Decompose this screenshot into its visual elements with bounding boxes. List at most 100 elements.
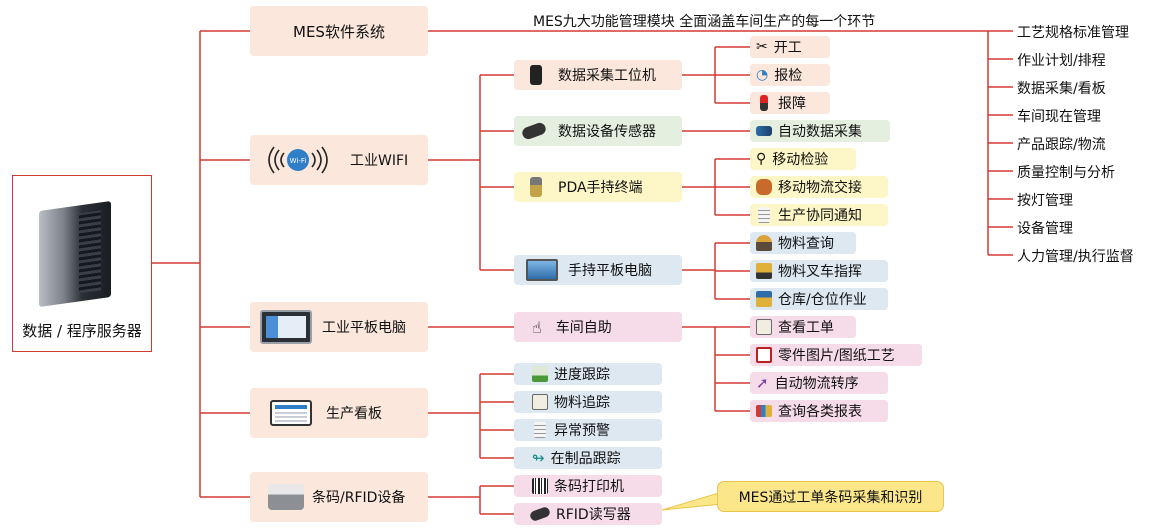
panel-pc-icon bbox=[260, 310, 312, 344]
transfer-arrow-icon: ➚ bbox=[756, 374, 769, 392]
query-reports-node: 查询各类报表 bbox=[750, 400, 888, 422]
bar-chart-icon bbox=[756, 405, 772, 417]
mobile-inspection-node: ⚲ 移动检验 bbox=[750, 148, 856, 170]
report-check-label: 报检 bbox=[774, 68, 803, 84]
report-fault-node: 报障 bbox=[750, 92, 830, 114]
hand-pointer-icon: ☝ bbox=[532, 317, 542, 337]
report-fault-label: 报障 bbox=[778, 96, 806, 112]
signal-icon: ◔ bbox=[756, 67, 769, 83]
module-item: 车间现在管理 bbox=[1017, 109, 1101, 125]
material-query-label: 物料查询 bbox=[778, 236, 834, 252]
chart-icon bbox=[532, 366, 548, 382]
image-icon bbox=[756, 347, 772, 363]
wifi-icon: Wi-Fi bbox=[268, 146, 328, 174]
sensor-icon bbox=[520, 121, 548, 141]
handshake-icon bbox=[756, 179, 772, 195]
view-work-order-node: 查看工单 bbox=[750, 316, 856, 338]
exception-alarm-node: 异常预警 bbox=[514, 419, 662, 441]
mes-modules-note: MES九大功能管理模块 全面涵盖车间生产的每一个环节 bbox=[533, 14, 876, 30]
progress-tracking-node: 进度跟踪 bbox=[514, 363, 662, 385]
warehouse-operation-label: 仓库/仓位作业 bbox=[778, 292, 867, 308]
mobile-logistics-node: 移动物流交接 bbox=[750, 176, 888, 198]
clipboard-icon bbox=[532, 394, 548, 410]
wip-tracking-label: 在制品跟踪 bbox=[550, 451, 621, 467]
material-trace-node: 物料追踪 bbox=[514, 391, 662, 413]
module-item: 设备管理 bbox=[1017, 221, 1073, 237]
mes-software-label: MES软件系统 bbox=[293, 22, 385, 41]
industrial-wifi-node: Wi-Fi 工业WIFI bbox=[250, 135, 428, 185]
forklift-command-label: 物料叉车指挥 bbox=[778, 264, 862, 280]
tablet-icon bbox=[526, 259, 558, 281]
kanban-board-icon bbox=[270, 400, 312, 426]
coop-notice-node: 生产协同通知 bbox=[750, 204, 888, 226]
module-item: 工艺规格标准管理 bbox=[1017, 25, 1129, 41]
callout-text: MES通过工单条码采集和识别 bbox=[738, 489, 923, 506]
tablet-label: 手持平板电脑 bbox=[568, 263, 652, 279]
barcode-icon bbox=[532, 478, 548, 494]
self-service-label: 车间自助 bbox=[555, 320, 612, 336]
server-node: 数据 / 程序服务器 bbox=[12, 175, 152, 352]
tools-icon: ✂ bbox=[756, 39, 768, 55]
notice-document-icon bbox=[758, 207, 770, 223]
pda-scanner-icon bbox=[530, 177, 542, 197]
rfid-reader-label: RFID读写器 bbox=[556, 507, 631, 523]
auto-data-collect-label: 自动数据采集 bbox=[778, 124, 862, 140]
rfid-reader-icon bbox=[528, 505, 552, 523]
coop-notice-label: 生产协同通知 bbox=[778, 208, 862, 224]
forklift-icon bbox=[756, 263, 772, 279]
industrial-panel-pc-node: 工业平板电脑 bbox=[250, 302, 428, 352]
wip-tracking-node: ↬ 在制品跟踪 bbox=[514, 447, 662, 469]
material-trace-label: 物料追踪 bbox=[554, 395, 610, 411]
collector-icon bbox=[756, 126, 772, 136]
warehouse-operation-node: 仓库/仓位作业 bbox=[750, 288, 888, 310]
kanban-label: 生产看板 bbox=[326, 406, 382, 422]
part-drawing-node: 零件图片/图纸工艺 bbox=[750, 344, 922, 366]
self-service-node: ☝ 车间自助 bbox=[514, 312, 682, 342]
barcode-rfid-device-node: 条码/RFID设备 bbox=[250, 472, 428, 522]
barcode-callout: MES通过工单条码采集和识别 bbox=[717, 481, 944, 512]
auto-transfer-node: ➚ 自动物流转序 bbox=[750, 372, 888, 394]
progress-tracking-label: 进度跟踪 bbox=[554, 367, 610, 383]
data-terminal-node: 数据采集工位机 bbox=[514, 60, 682, 90]
clipboard-icon bbox=[756, 319, 772, 335]
rfid-reader-node: RFID读写器 bbox=[514, 503, 662, 525]
auto-transfer-label: 自动物流转序 bbox=[774, 376, 859, 392]
alarm-light-icon bbox=[760, 95, 768, 111]
view-work-order-label: 查看工单 bbox=[778, 320, 834, 336]
pda-label: PDA手持终端 bbox=[558, 180, 643, 196]
module-item: 人力管理/执行监督 bbox=[1017, 249, 1134, 265]
pda-node: PDA手持终端 bbox=[514, 172, 682, 202]
report-check-node: ◔ 报检 bbox=[750, 64, 830, 86]
sensor-label: 数据设备传感器 bbox=[558, 124, 656, 140]
mobile-logistics-label: 移动物流交接 bbox=[778, 180, 862, 196]
server-label: 数据 / 程序服务器 bbox=[22, 322, 142, 340]
mes-software-node: MES软件系统 bbox=[250, 6, 428, 56]
module-item: 作业计划/排程 bbox=[1017, 53, 1106, 69]
warehouse-icon bbox=[756, 291, 772, 307]
module-item: 质量控制与分析 bbox=[1017, 165, 1115, 181]
barcode-printer-label: 条码打印机 bbox=[554, 479, 624, 495]
auto-data-collect-node: 自动数据采集 bbox=[750, 120, 890, 142]
exception-alarm-label: 异常预警 bbox=[554, 423, 610, 439]
query-reports-label: 查询各类报表 bbox=[778, 404, 862, 420]
module-item: 数据采集/看板 bbox=[1017, 81, 1106, 97]
document-icon bbox=[534, 422, 546, 438]
panel-pc-label: 工业平板电脑 bbox=[322, 320, 406, 336]
forklift-command-node: 物料叉车指挥 bbox=[750, 260, 888, 282]
module-item: 按灯管理 bbox=[1017, 193, 1073, 209]
module-item: 产品跟踪/物流 bbox=[1017, 137, 1106, 153]
printer-icon bbox=[268, 484, 304, 510]
barcode-rfid-label: 条码/RFID设备 bbox=[312, 490, 406, 506]
server-tower-icon bbox=[39, 200, 111, 308]
sensor-node: 数据设备传感器 bbox=[514, 116, 682, 146]
mobile-inspection-label: 移动检验 bbox=[772, 152, 829, 168]
part-drawing-label: 零件图片/图纸工艺 bbox=[778, 348, 895, 364]
start-work-node: ✂ 开工 bbox=[750, 36, 830, 58]
tablet-node: 手持平板电脑 bbox=[514, 255, 682, 285]
material-query-node: 物料查询 bbox=[750, 232, 856, 254]
start-work-label: 开工 bbox=[773, 40, 802, 56]
barcode-printer-node: 条码打印机 bbox=[514, 475, 662, 497]
terminal-icon bbox=[530, 65, 542, 85]
production-kanban-node: 生产看板 bbox=[250, 388, 428, 438]
